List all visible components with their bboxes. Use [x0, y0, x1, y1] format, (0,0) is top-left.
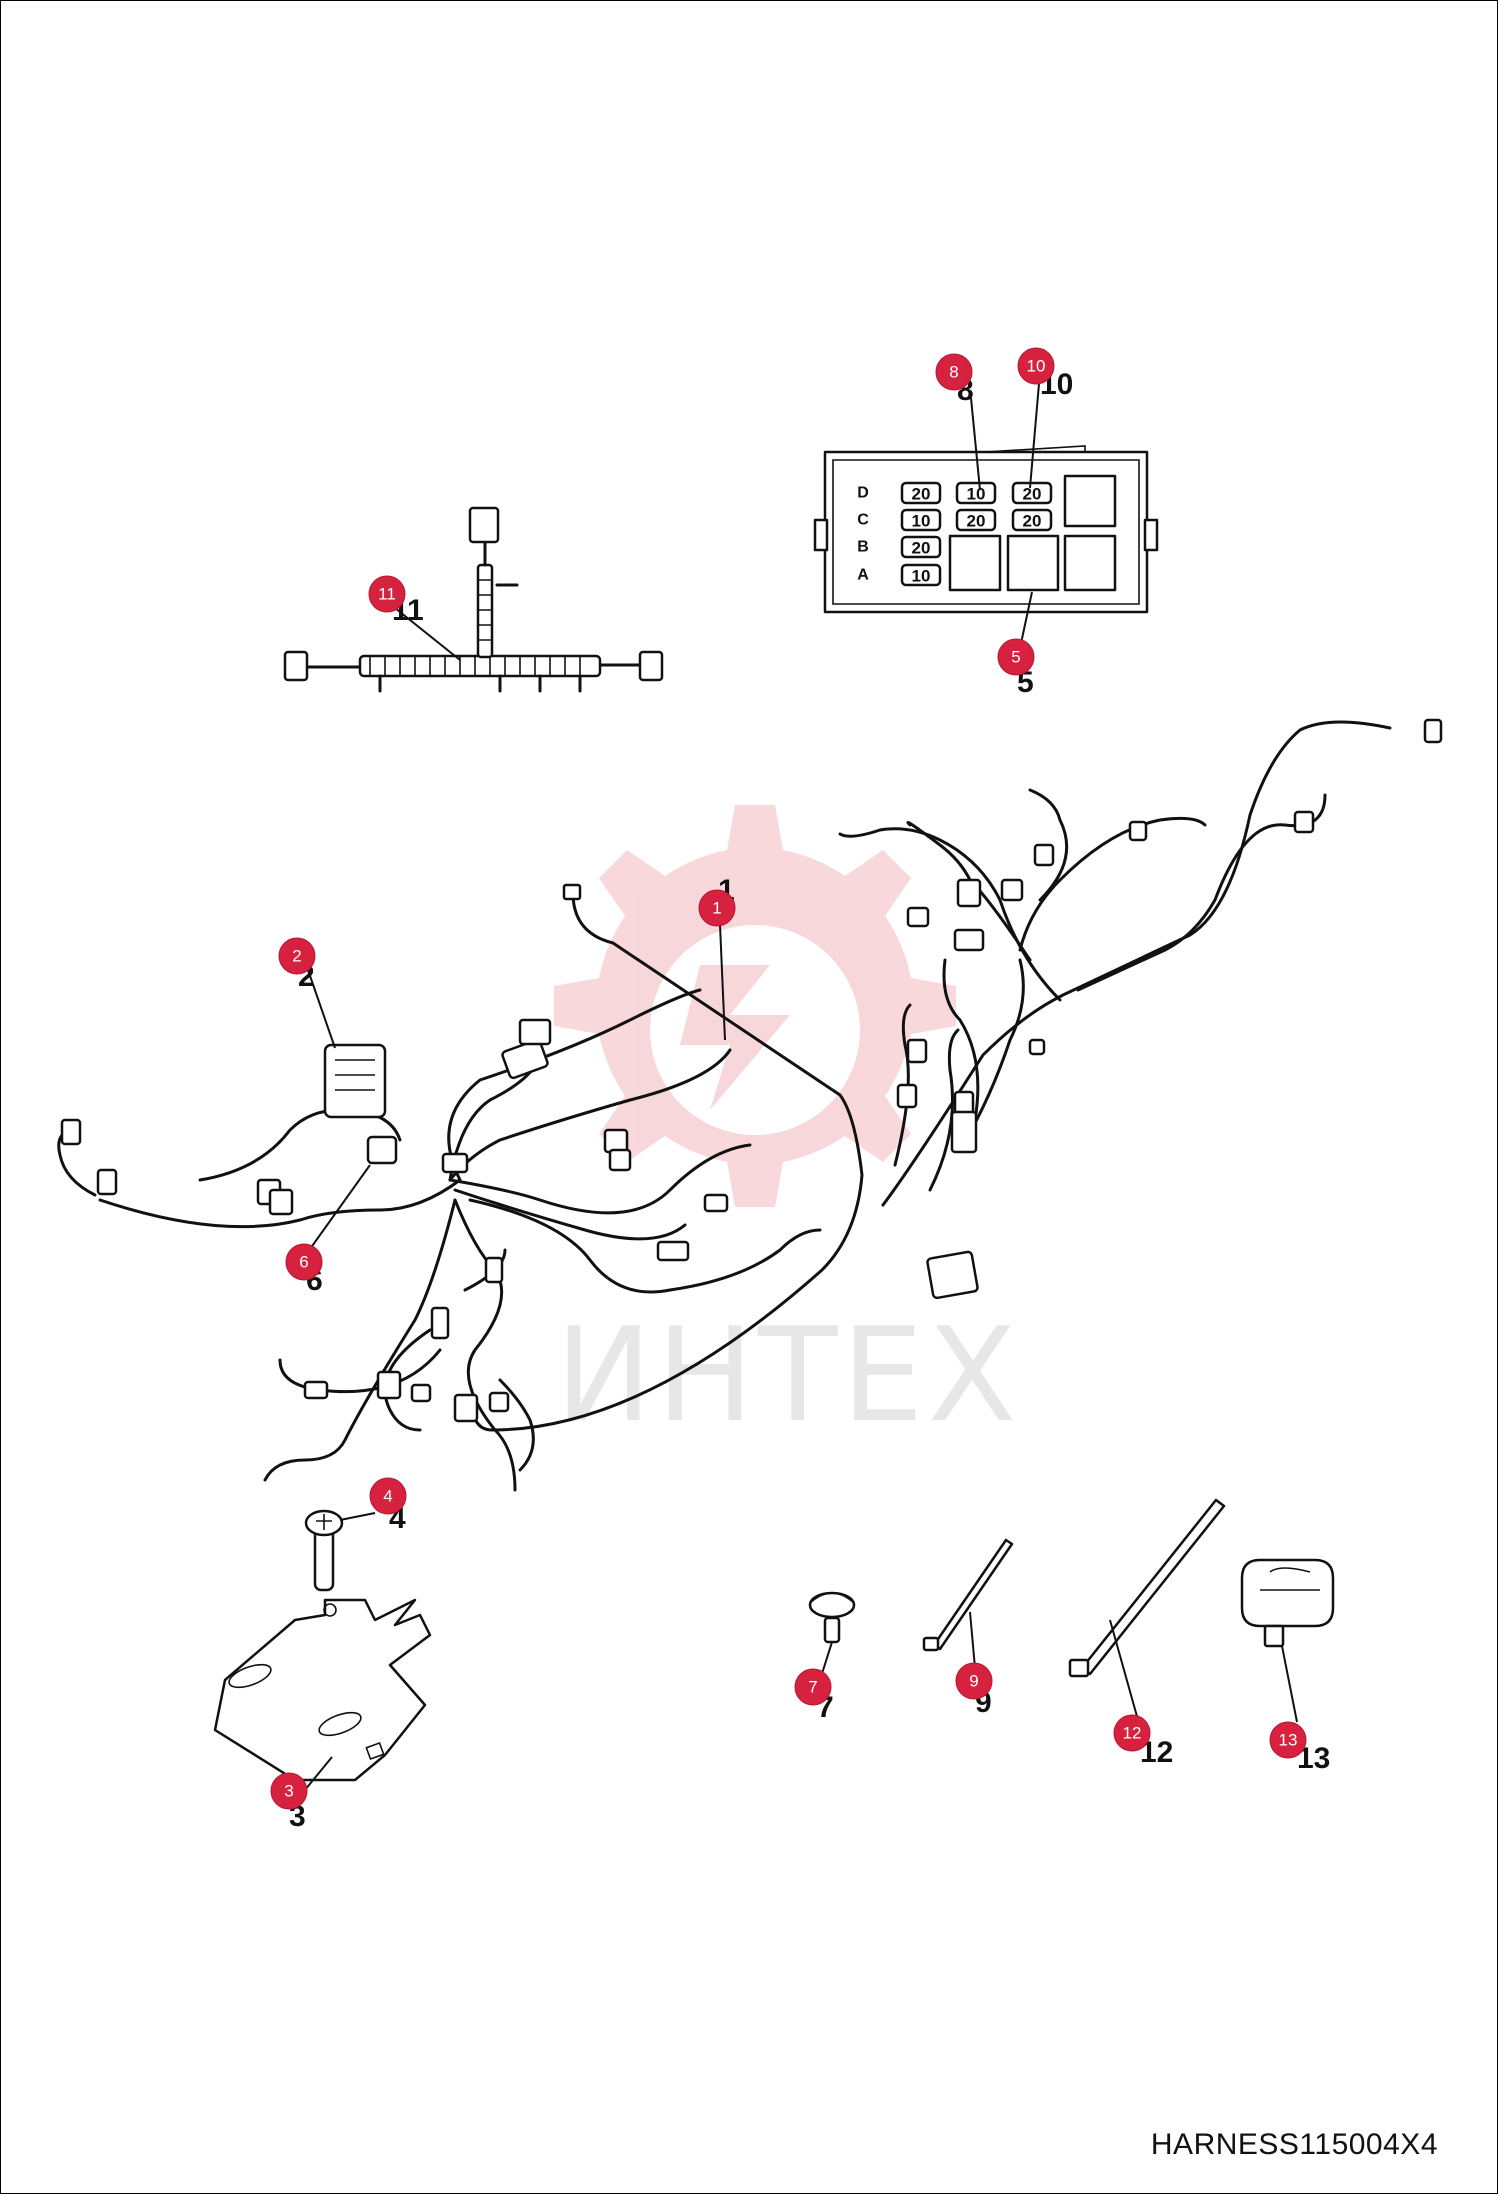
- svg-text:9: 9: [969, 1672, 978, 1691]
- row-label-d: D: [857, 485, 869, 502]
- callout-2[interactable]: 2: [278, 937, 316, 975]
- part-4-screw: [304, 1509, 344, 1592]
- svg-text:13: 13: [1279, 1731, 1298, 1750]
- callout-5[interactable]: 5: [997, 638, 1035, 676]
- fuse-d3: 20: [1023, 485, 1042, 504]
- fuse-d1: 20: [912, 485, 931, 504]
- row-label-a: A: [857, 567, 869, 584]
- svg-text:6: 6: [299, 1253, 308, 1272]
- svg-text:12: 12: [1123, 1724, 1142, 1743]
- callout-12[interactable]: 12: [1113, 1714, 1151, 1752]
- watermark: ИНТЕХ: [554, 805, 1021, 1451]
- svg-text:1: 1: [712, 899, 721, 918]
- callout-9[interactable]: 9: [955, 1662, 993, 1700]
- part-7-clip: [808, 1591, 856, 1644]
- callout-4[interactable]: 4: [369, 1477, 407, 1515]
- svg-text:5: 5: [1011, 648, 1020, 667]
- callout-7[interactable]: 7: [794, 1668, 832, 1706]
- callout-13[interactable]: 13: [1269, 1721, 1307, 1759]
- part-6-connector-plug: [366, 1135, 398, 1165]
- svg-text:7: 7: [808, 1678, 817, 1697]
- row-label-c: C: [857, 512, 869, 529]
- fuse-c3: 20: [1023, 512, 1042, 531]
- svg-text:10: 10: [1027, 357, 1046, 376]
- fuse-b1: 20: [912, 539, 931, 558]
- fuse-d2: 10: [967, 485, 986, 504]
- fuse-c2: 20: [967, 512, 986, 531]
- row-label-b: B: [857, 539, 869, 556]
- svg-text:4: 4: [383, 1487, 392, 1506]
- harness-connectors: [60, 718, 1443, 1423]
- svg-text:11: 11: [378, 585, 396, 604]
- watermark-gear-logo: [554, 805, 956, 1207]
- svg-text:3: 3: [284, 1782, 293, 1801]
- part-5-fuse-box: D C B A 20 10 20 10 20 20 20 10: [813, 445, 1159, 614]
- part-12-cable-tie: [1068, 1498, 1226, 1678]
- watermark-text: ИНТЕХ: [555, 1299, 1021, 1451]
- fuse-a1: 10: [912, 567, 931, 586]
- part-2-relay-module: [323, 1043, 387, 1119]
- fuse-c1: 10: [912, 512, 931, 531]
- part-13-connector: [1240, 1558, 1335, 1648]
- diagram-code: HARNESS115004X4: [1150, 2128, 1438, 2161]
- svg-text:2: 2: [292, 947, 301, 966]
- svg-text:8: 8: [949, 363, 958, 382]
- callout-10[interactable]: 10: [1017, 347, 1055, 385]
- callout-8[interactable]: 8: [935, 353, 973, 391]
- part-numbers: 1 2 3 4 5 6 7 8 9 10 11 12 13: [289, 368, 1330, 1833]
- callout-1[interactable]: 1: [698, 889, 736, 927]
- part-9-cable-tie: [922, 1538, 1014, 1652]
- leader-lines: [299, 371, 1298, 1797]
- callout-11[interactable]: 11: [368, 575, 406, 613]
- part-3-bracket: [213, 1598, 432, 1782]
- part-11-subharness: [283, 506, 664, 693]
- part-1-main-harness: [57, 718, 1443, 1492]
- callout-6[interactable]: 6: [285, 1243, 323, 1281]
- callout-3[interactable]: 3: [270, 1772, 308, 1810]
